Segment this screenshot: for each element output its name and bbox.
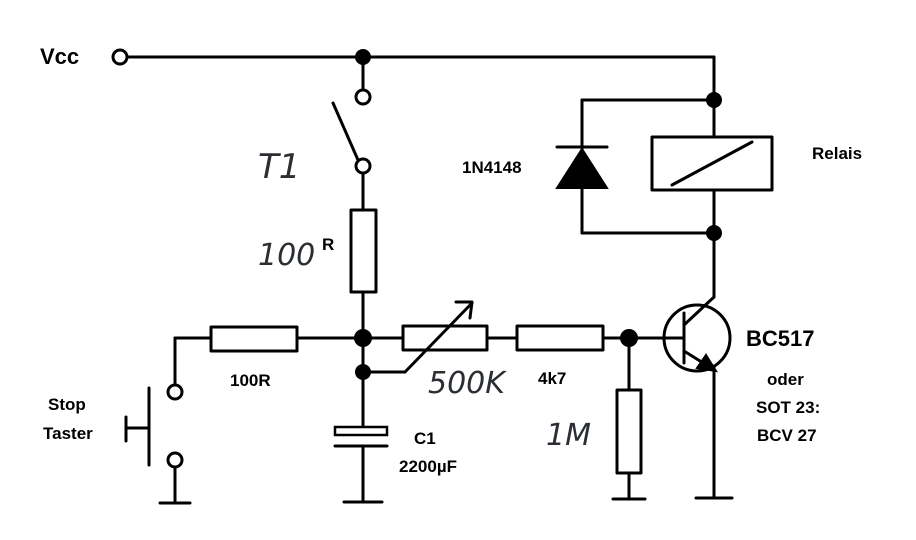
alt-label-line2: SOT 23: <box>756 398 820 417</box>
c1-label: C1 <box>414 429 436 448</box>
resistor-100r-left <box>209 325 299 353</box>
resistor-1m-label: 1M <box>546 418 591 453</box>
resistor-4k7 <box>515 324 605 352</box>
junction-main <box>354 329 372 347</box>
capacitor-c1 <box>333 425 389 504</box>
resistor-100r-top <box>349 208 378 294</box>
switch-t1 <box>331 88 372 212</box>
relay-label: Relais <box>812 144 862 163</box>
stop-label-line2: Taster <box>43 424 93 443</box>
transistor-label: BC517 <box>746 326 814 351</box>
stop-button <box>124 383 192 505</box>
relay-coil <box>650 135 774 192</box>
relay-diode-loop <box>580 98 716 235</box>
junction-vcc <box>355 49 371 65</box>
t1-label: T1 <box>258 147 300 187</box>
resistor-1m <box>615 388 643 475</box>
resistor-100r-top-unit: R <box>322 235 334 254</box>
diode-label: 1N4148 <box>462 158 522 177</box>
resistor-4k7-label: 4k7 <box>538 369 566 388</box>
resistor-100r-left-label: 100R <box>230 371 271 390</box>
vcc-label: Vcc <box>40 44 79 69</box>
diode-1n4148 <box>555 145 609 189</box>
potentiometer-label: 500K <box>428 366 507 401</box>
vcc-terminal <box>111 48 129 66</box>
alt-label-line3: BCV 27 <box>757 426 817 445</box>
vcc-rail <box>126 55 716 102</box>
resistor-100r-top-label: 100 <box>258 238 315 273</box>
c1-value-label: 2200µF <box>399 457 457 476</box>
junction-relay-top <box>706 92 722 108</box>
alt-label-line1: oder <box>767 370 804 389</box>
transistor-bc517 <box>662 231 734 500</box>
stop-label-line1: Stop <box>48 395 86 414</box>
junction-wiper <box>355 364 371 380</box>
